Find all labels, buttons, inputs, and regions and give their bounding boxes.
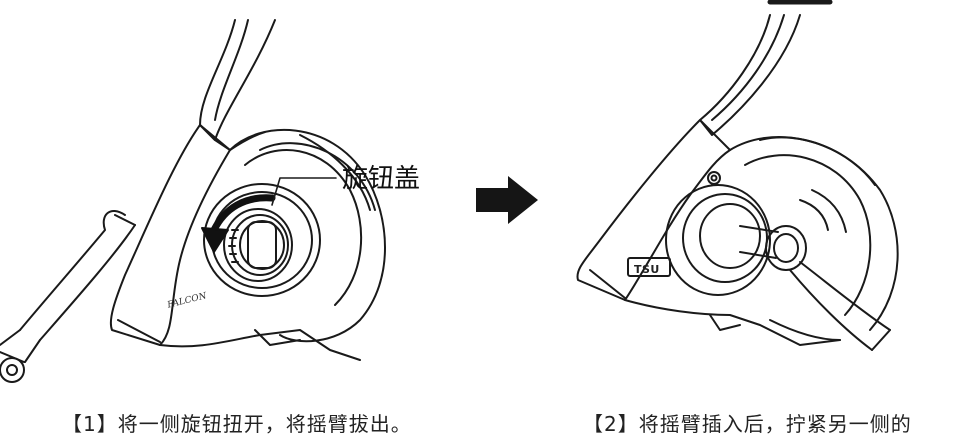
curved-arrow-icon	[201, 194, 276, 253]
right-arrow-icon	[476, 176, 538, 224]
brand-plate-label: TSU	[634, 263, 660, 276]
knob-cap-label: 旋钮盖	[342, 164, 421, 194]
step-2-caption: 【2】将摇臂插入后，拧紧另一侧的	[583, 412, 912, 436]
reel-body-left	[0, 19, 386, 383]
reel-body-right	[576, 14, 899, 351]
callout-leader	[271, 177, 337, 206]
step-1-caption: 【1】将一侧旋钮扭开，将摇臂拔出。	[62, 412, 412, 436]
